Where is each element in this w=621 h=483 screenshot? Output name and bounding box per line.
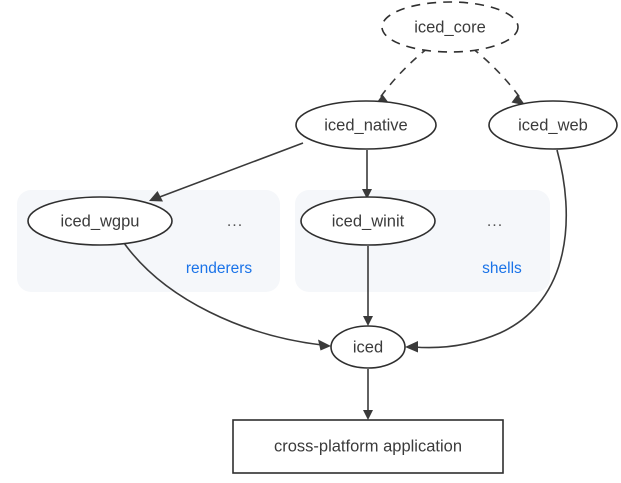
node-iced-core-ellipse[interactable] <box>381 1 519 53</box>
edge-iced-wgpu-to-iced <box>123 242 331 351</box>
edge-iced-to-application <box>363 369 373 420</box>
edge-iced-native-to-iced-wgpu <box>149 142 304 202</box>
edge-iced-winit-to-iced <box>363 246 373 326</box>
cluster-shells-label: shells <box>482 260 522 277</box>
edge-iced-core-to-iced-native-line <box>378 47 429 100</box>
node-iced[interactable]: iced <box>330 325 406 369</box>
edge-iced-native-to-iced-winit-arrowhead <box>362 189 372 199</box>
node-iced-native-label: iced_native <box>324 116 407 134</box>
node-iced-core[interactable]: iced_core <box>381 1 519 53</box>
node-iced-winit-ellipse[interactable] <box>300 196 436 246</box>
node-iced-wgpu-label: iced_wgpu <box>61 212 140 230</box>
edge-iced-to-application-arrowhead <box>363 410 373 420</box>
edge-iced-core-to-iced-web-line <box>471 47 522 100</box>
edge-iced-core-to-iced-native <box>374 47 429 106</box>
edge-iced-core-to-iced-web-arrowhead <box>511 94 526 106</box>
node-iced-core-label: iced_core <box>414 18 486 36</box>
node-iced-native[interactable]: iced_native <box>295 100 437 150</box>
node-iced-web-ellipse[interactable] <box>488 100 618 150</box>
node-iced-wgpu-ellipse[interactable] <box>27 196 173 246</box>
edge-iced-web-to-iced-line <box>413 149 568 349</box>
node-iced-web[interactable]: iced_web <box>488 100 618 150</box>
edge-iced-native-to-iced-wgpu-arrowhead <box>149 191 163 202</box>
shells-more-ellipsis: ... <box>487 213 503 230</box>
node-iced-winit[interactable]: iced_winit <box>300 196 436 246</box>
node-iced-ellipse[interactable] <box>330 325 406 369</box>
node-cross-platform-application-label: cross-platform application <box>274 437 462 455</box>
node-cross-platform-application[interactable]: cross-platform application <box>232 419 504 474</box>
node-iced-label: iced <box>353 338 383 356</box>
renderers-more-ellipsis: ... <box>227 213 243 230</box>
edge-iced-wgpu-to-iced-arrowhead <box>318 339 331 351</box>
edge-iced-native-to-iced-wgpu-line <box>156 142 304 199</box>
node-iced-wgpu[interactable]: iced_wgpu <box>27 196 173 246</box>
cluster-renderers-label: renderers <box>186 260 253 277</box>
edge-iced-core-to-iced-web <box>471 47 526 106</box>
edge-iced-web-to-iced-arrowhead <box>405 341 418 353</box>
node-iced-web-label: iced_web <box>518 116 588 134</box>
edge-iced-winit-to-iced-arrowhead <box>363 316 373 326</box>
edge-iced-web-to-iced <box>405 149 568 353</box>
node-iced-native-ellipse[interactable] <box>295 100 437 150</box>
node-iced-winit-label: iced_winit <box>332 212 405 230</box>
node-cross-platform-application-rect[interactable] <box>232 419 504 474</box>
edge-iced-native-to-iced-winit <box>362 150 372 199</box>
edge-iced-wgpu-to-iced-line <box>123 242 323 346</box>
